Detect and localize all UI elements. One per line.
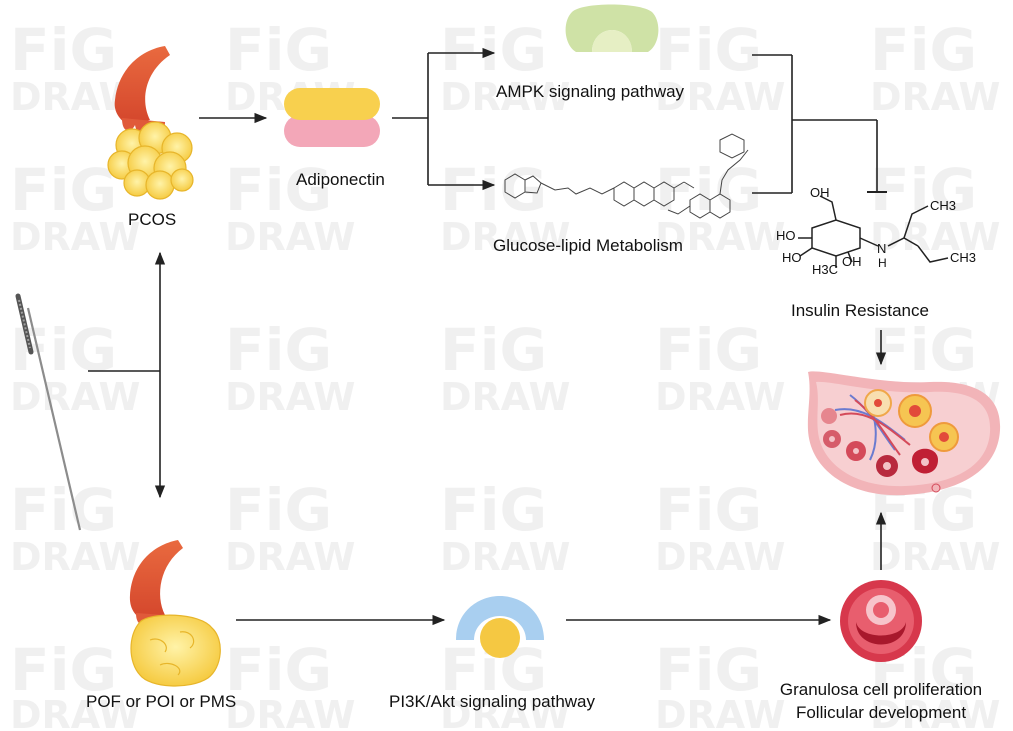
svg-text:FiG: FiG <box>225 636 332 704</box>
atom-nh: H <box>878 256 887 270</box>
pcos-label: PCOS <box>128 210 177 229</box>
svg-text:FiG: FiG <box>440 476 547 544</box>
svg-text:DRAW: DRAW <box>225 215 355 259</box>
svg-text:DRAW: DRAW <box>440 75 570 119</box>
svg-text:DRAW: DRAW <box>225 375 355 419</box>
svg-text:FiG: FiG <box>870 156 977 224</box>
svg-text:FiG: FiG <box>870 316 977 384</box>
connector-lines <box>88 47 887 626</box>
adiponectin-icon <box>284 88 380 147</box>
atom-oh-top: OH <box>810 185 830 200</box>
svg-text:FiG: FiG <box>440 316 547 384</box>
svg-text:FiG: FiG <box>225 476 332 544</box>
svg-text:DRAW: DRAW <box>10 215 140 259</box>
svg-text:FiG: FiG <box>10 156 117 224</box>
watermark: FiG FiG FiG FiG FiG DRAW DRAW DRAW DRAW DRAW FiG… <box>10 16 1000 731</box>
atom-oh-bottom: OH <box>842 254 862 269</box>
svg-text:FiG: FiG <box>225 156 332 224</box>
ovary-follicles-icon <box>807 371 1001 496</box>
atom-h3c: H3C <box>812 262 839 277</box>
svg-text:DRAW: DRAW <box>655 75 785 119</box>
pcos-ovary-icon <box>107 46 194 200</box>
svg-text:FiG: FiG <box>655 476 762 544</box>
svg-text:DRAW: DRAW <box>225 535 355 579</box>
pi3k-receptor-icon <box>456 596 544 658</box>
svg-text:DRAW: DRAW <box>10 375 140 419</box>
pof-label: POF or POI or PMS <box>86 692 237 711</box>
granulosa-cell-icon <box>840 580 922 662</box>
svg-text:DRAW: DRAW <box>870 535 1000 579</box>
acupuncture-needle-icon <box>15 293 82 531</box>
svg-text:DRAW: DRAW <box>870 75 1000 119</box>
svg-text:FiG: FiG <box>10 16 117 84</box>
svg-text:DRAW: DRAW <box>655 535 785 579</box>
svg-text:FiG: FiG <box>655 636 762 704</box>
svg-text:FiG: FiG <box>225 316 332 384</box>
svg-text:FiG: FiG <box>10 476 117 544</box>
insulin-resistance-label: Insulin Resistance <box>791 301 929 320</box>
ampk-receptor-icon <box>565 4 659 52</box>
svg-text:FiG: FiG <box>225 16 332 84</box>
pi3k-label: PI3K/Akt signaling pathway <box>389 692 596 711</box>
adiponectin-label: Adiponectin <box>296 170 385 189</box>
atom-ho-2: HO <box>782 250 802 265</box>
svg-text:FiG: FiG <box>10 316 117 384</box>
svg-text:DRAW: DRAW <box>440 693 570 731</box>
atom-n: N <box>877 241 887 256</box>
atom-ch3-right: CH3 <box>950 250 977 265</box>
svg-text:DRAW: DRAW <box>870 215 1000 259</box>
svg-text:FiG: FiG <box>10 636 117 704</box>
chemical-structures-icon <box>504 133 749 219</box>
ampk-label: AMPK signaling pathway <box>496 82 685 101</box>
insulin-molecule-icon <box>798 195 949 268</box>
svg-text:DRAW: DRAW <box>225 693 355 731</box>
svg-text:DRAW: DRAW <box>440 535 570 579</box>
atom-ch3-top: CH3 <box>930 198 957 213</box>
svg-text:FiG: FiG <box>655 316 762 384</box>
svg-text:DRAW: DRAW <box>655 215 785 259</box>
svg-text:DRAW: DRAW <box>10 535 140 579</box>
svg-text:DRAW: DRAW <box>440 375 570 419</box>
svg-text:FiG: FiG <box>440 16 547 84</box>
granulosa-label: Granulosa cell proliferation <box>779 680 983 699</box>
pof-ovary-icon <box>129 540 221 687</box>
svg-text:FiG: FiG <box>655 156 762 224</box>
svg-text:FiG: FiG <box>870 16 977 84</box>
svg-text:FiG: FiG <box>440 156 547 224</box>
svg-text:DRAW: DRAW <box>655 693 785 731</box>
svg-text:DRAW: DRAW <box>10 693 140 731</box>
svg-text:DRAW: DRAW <box>440 215 570 259</box>
svg-text:DRAW: DRAW <box>870 693 1000 731</box>
follicular-label: Follicular development <box>795 703 967 722</box>
glucose-lipid-label: Glucose-lipid Metabolism <box>493 236 683 255</box>
svg-text:DRAW: DRAW <box>655 375 785 419</box>
atom-ho-1: HO <box>776 228 796 243</box>
svg-text:FiG: FiG <box>655 16 762 84</box>
